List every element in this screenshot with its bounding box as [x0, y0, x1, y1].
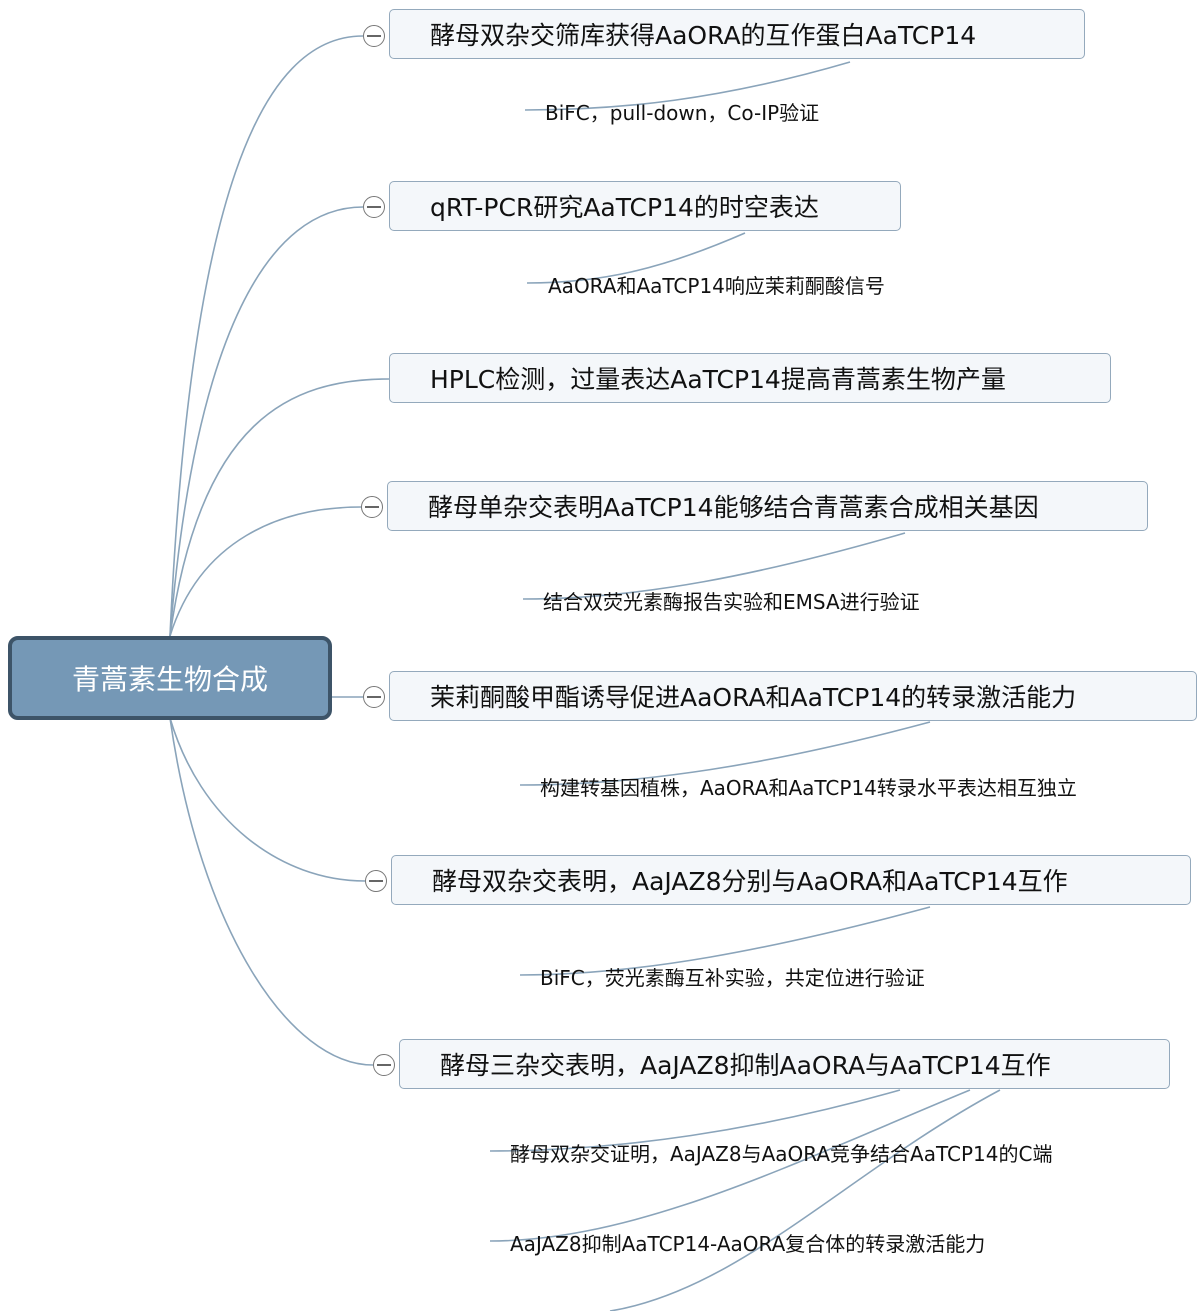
branch-label: qRT-PCR研究AaTCP14的时空表达	[430, 193, 819, 222]
root-label: 青蒿素生物合成	[71, 663, 268, 696]
branch-label: HPLC检测，过量表达AaTCP14提高青蒿素生物产量	[430, 365, 1006, 394]
collapse-toggle[interactable]	[361, 496, 383, 518]
sub-node[interactable]: 构建转基因植株，AaORA和AaTCP14转录水平表达相互独立	[540, 776, 1077, 800]
branch-node[interactable]: 酵母双杂交筛库获得AaORA的互作蛋白AaTCP14	[389, 9, 1085, 59]
collapse-toggle[interactable]	[373, 1054, 395, 1076]
collapse-toggle[interactable]	[363, 25, 385, 47]
sub-node[interactable]: AaORA和AaTCP14响应茉莉酮酸信号	[548, 274, 885, 298]
branch-label: 酵母双杂交筛库获得AaORA的互作蛋白AaTCP14	[430, 21, 977, 50]
branch-node[interactable]: 酵母单杂交表明AaTCP14能够结合青蒿素合成相关基因	[387, 481, 1148, 531]
branch-label: 酵母双杂交表明，AaJAZ8分别与AaORA和AaTCP14互作	[432, 867, 1068, 896]
branch-node[interactable]: 酵母三杂交表明，AaJAZ8抑制AaORA与AaTCP14互作	[399, 1039, 1170, 1089]
root-node[interactable]: 青蒿素生物合成	[8, 636, 332, 720]
branch-label: 酵母单杂交表明AaTCP14能够结合青蒿素合成相关基因	[428, 493, 1039, 522]
sub-node[interactable]: 酵母双杂交证明，AaJAZ8与AaORA竞争结合AaTCP14的C端	[510, 1142, 1053, 1166]
sub-node[interactable]: BiFC，pull-down，Co-IP验证	[545, 101, 820, 125]
branch-node[interactable]: HPLC检测，过量表达AaTCP14提高青蒿素生物产量	[389, 353, 1111, 403]
branch-label: 茉莉酮酸甲酯诱导促进AaORA和AaTCP14的转录激活能力	[430, 683, 1077, 712]
branch-node[interactable]: 茉莉酮酸甲酯诱导促进AaORA和AaTCP14的转录激活能力	[389, 671, 1197, 721]
branch-label: 酵母三杂交表明，AaJAZ8抑制AaORA与AaTCP14互作	[440, 1051, 1051, 1080]
sub-node[interactable]: BiFC，荧光素酶互补实验，共定位进行验证	[540, 966, 925, 990]
sub-node[interactable]: 结合双荧光素酶报告实验和EMSA进行验证	[543, 590, 920, 614]
branch-node[interactable]: qRT-PCR研究AaTCP14的时空表达	[389, 181, 901, 231]
collapse-toggle[interactable]	[365, 870, 387, 892]
collapse-toggle[interactable]	[363, 196, 385, 218]
collapse-toggle[interactable]	[363, 686, 385, 708]
branch-node[interactable]: 酵母双杂交表明，AaJAZ8分别与AaORA和AaTCP14互作	[391, 855, 1191, 905]
sub-node[interactable]: AaJAZ8抑制AaTCP14-AaORA复合体的转录激活能力	[510, 1232, 986, 1256]
